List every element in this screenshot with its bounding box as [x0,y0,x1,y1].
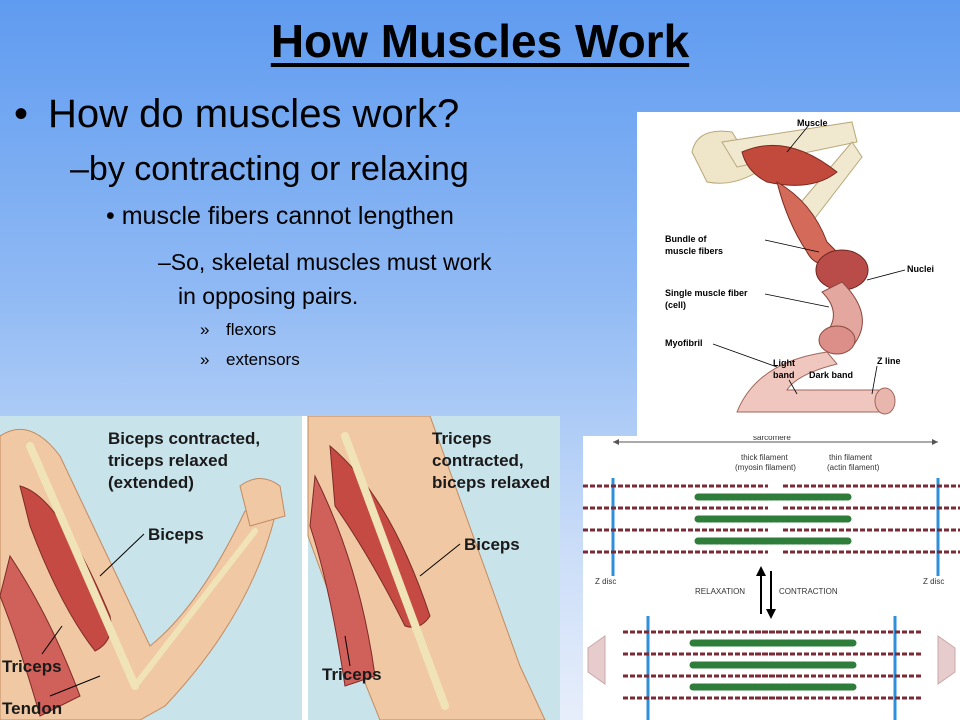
label-leader-line [764,239,820,253]
muscle-structure-diagram: Muscle Bundle of muscle fibers Nuclei Si… [637,112,960,437]
label-thin-line2: (actin filament) [827,463,880,472]
right-caption-line1: Triceps [432,429,492,448]
label-z-disc-left: Z disc [595,577,616,586]
label-light-band-line1: Light [773,358,795,368]
arm-muscle-diagram: Biceps contracted, triceps relaxed (exte… [0,416,560,720]
right-triceps-muscle [309,474,376,687]
bullet-level-4: –So, skeletal muscles must work in oppos… [158,245,628,313]
label-myofibril: Myofibril [665,338,703,348]
compression-arrow-left [587,635,606,685]
label-leader-line [344,635,351,667]
label-leader-line [866,269,906,281]
label-thick-line2: (myosin filament) [735,463,796,472]
right-caption-line3: biceps relaxed [432,473,550,492]
label-leader-line [764,293,830,308]
right-caption-line2: contracted, [432,451,524,470]
left-caption-line3: (extended) [108,473,194,492]
label-light-band-line2: band [773,370,795,380]
fiber-cross-section [818,325,856,355]
myofibril-shape [736,351,883,413]
bullet-marker: • [106,202,115,230]
bullet-marker: – [158,249,171,275]
bullet-text: by contracting or relaxing [88,150,469,188]
label-z-disc-right: Z disc [923,577,944,586]
panel-divider [302,416,308,720]
bullet-level-5-flexors: » flexors [200,320,276,340]
label-single-fiber-line1: Single muscle fiber [665,288,748,298]
span-arrow-right [932,439,938,445]
label-bundle-line1: Bundle of [665,234,707,244]
bullet-marker: • [14,92,29,136]
label-triceps-right: Triceps [322,665,382,684]
label-leader-line [786,124,810,153]
label-leader-line [49,675,101,697]
bullet-line: –So, skeletal muscles must work [158,245,628,279]
label-triceps-left: Triceps [2,657,62,676]
slide-title: How Muscles Work [270,15,690,67]
label-leader-line [41,625,63,655]
bullet-level-1: • How do muscles work? [14,92,459,137]
myofibril-end [874,387,896,415]
label-thin-line1: thin filament [829,453,873,462]
span-arrow-left [613,439,619,445]
bullet-level-2: –by contracting or relaxing [70,150,469,189]
label-dark-band: Dark band [809,370,853,380]
bullet-marker: » [200,320,210,339]
label-bundle-line2: muscle fibers [665,246,723,256]
arm-illustration: Biceps contracted, triceps relaxed (exte… [0,416,550,720]
label-biceps-left: Biceps [148,525,204,544]
label-z-line: Z line [877,356,901,366]
sarcomere-illustration: sarcomere thick filament (myosin filamen… [583,436,960,720]
label-relaxation: RELAXATION [695,587,745,596]
label-sarcomere: sarcomere [753,436,791,442]
label-leader-line [871,365,878,395]
label-contraction: CONTRACTION [779,587,838,596]
bullet-marker: » [200,350,210,369]
label-leader-line [712,343,778,368]
left-arm-skin [0,428,276,720]
bullet-text: muscle fibers cannot lengthen [121,202,454,230]
bullet-level-5-extensors: » extensors [200,350,300,370]
left-caption-line2: triceps relaxed [108,451,228,470]
left-caption-line1: Biceps contracted, [108,429,260,448]
bullet-line: in opposing pairs. [178,283,359,309]
label-leader-line [419,543,461,577]
bullet-level-3: • muscle fibers cannot lengthen [106,202,454,231]
label-muscle: Muscle [797,118,828,128]
right-upper-arm-bone [341,432,449,710]
left-fist [239,478,286,527]
bullet-text: How do muscles work? [48,92,460,136]
label-leader-line [99,533,145,577]
muscle-belly-shape [741,144,838,186]
sarcomere-diagram: sarcomere thick filament (myosin filamen… [583,436,960,720]
label-thick-line1: thick filament [741,453,788,462]
label-tendon: Tendon [2,699,62,718]
bullet-text: So, skeletal muscles must work [170,249,492,275]
compression-arrow-right [937,635,956,685]
bullet-marker: – [70,150,89,188]
left-forearm-bone [132,528,258,689]
label-biceps-right: Biceps [464,535,520,554]
left-upper-arm-bone [26,442,139,690]
muscle-structure-illustration: Muscle Bundle of muscle fibers Nuclei Si… [665,118,934,415]
label-nuclei: Nuclei [907,264,934,274]
relaxation-arrowhead [756,566,766,576]
contraction-arrowhead [766,609,776,619]
bullet-text: extensors [226,350,300,369]
bullet-text: flexors [226,320,277,339]
label-single-fiber-line2: (cell) [665,300,686,310]
left-triceps-muscle [0,554,81,717]
label-leader-line [788,379,798,395]
